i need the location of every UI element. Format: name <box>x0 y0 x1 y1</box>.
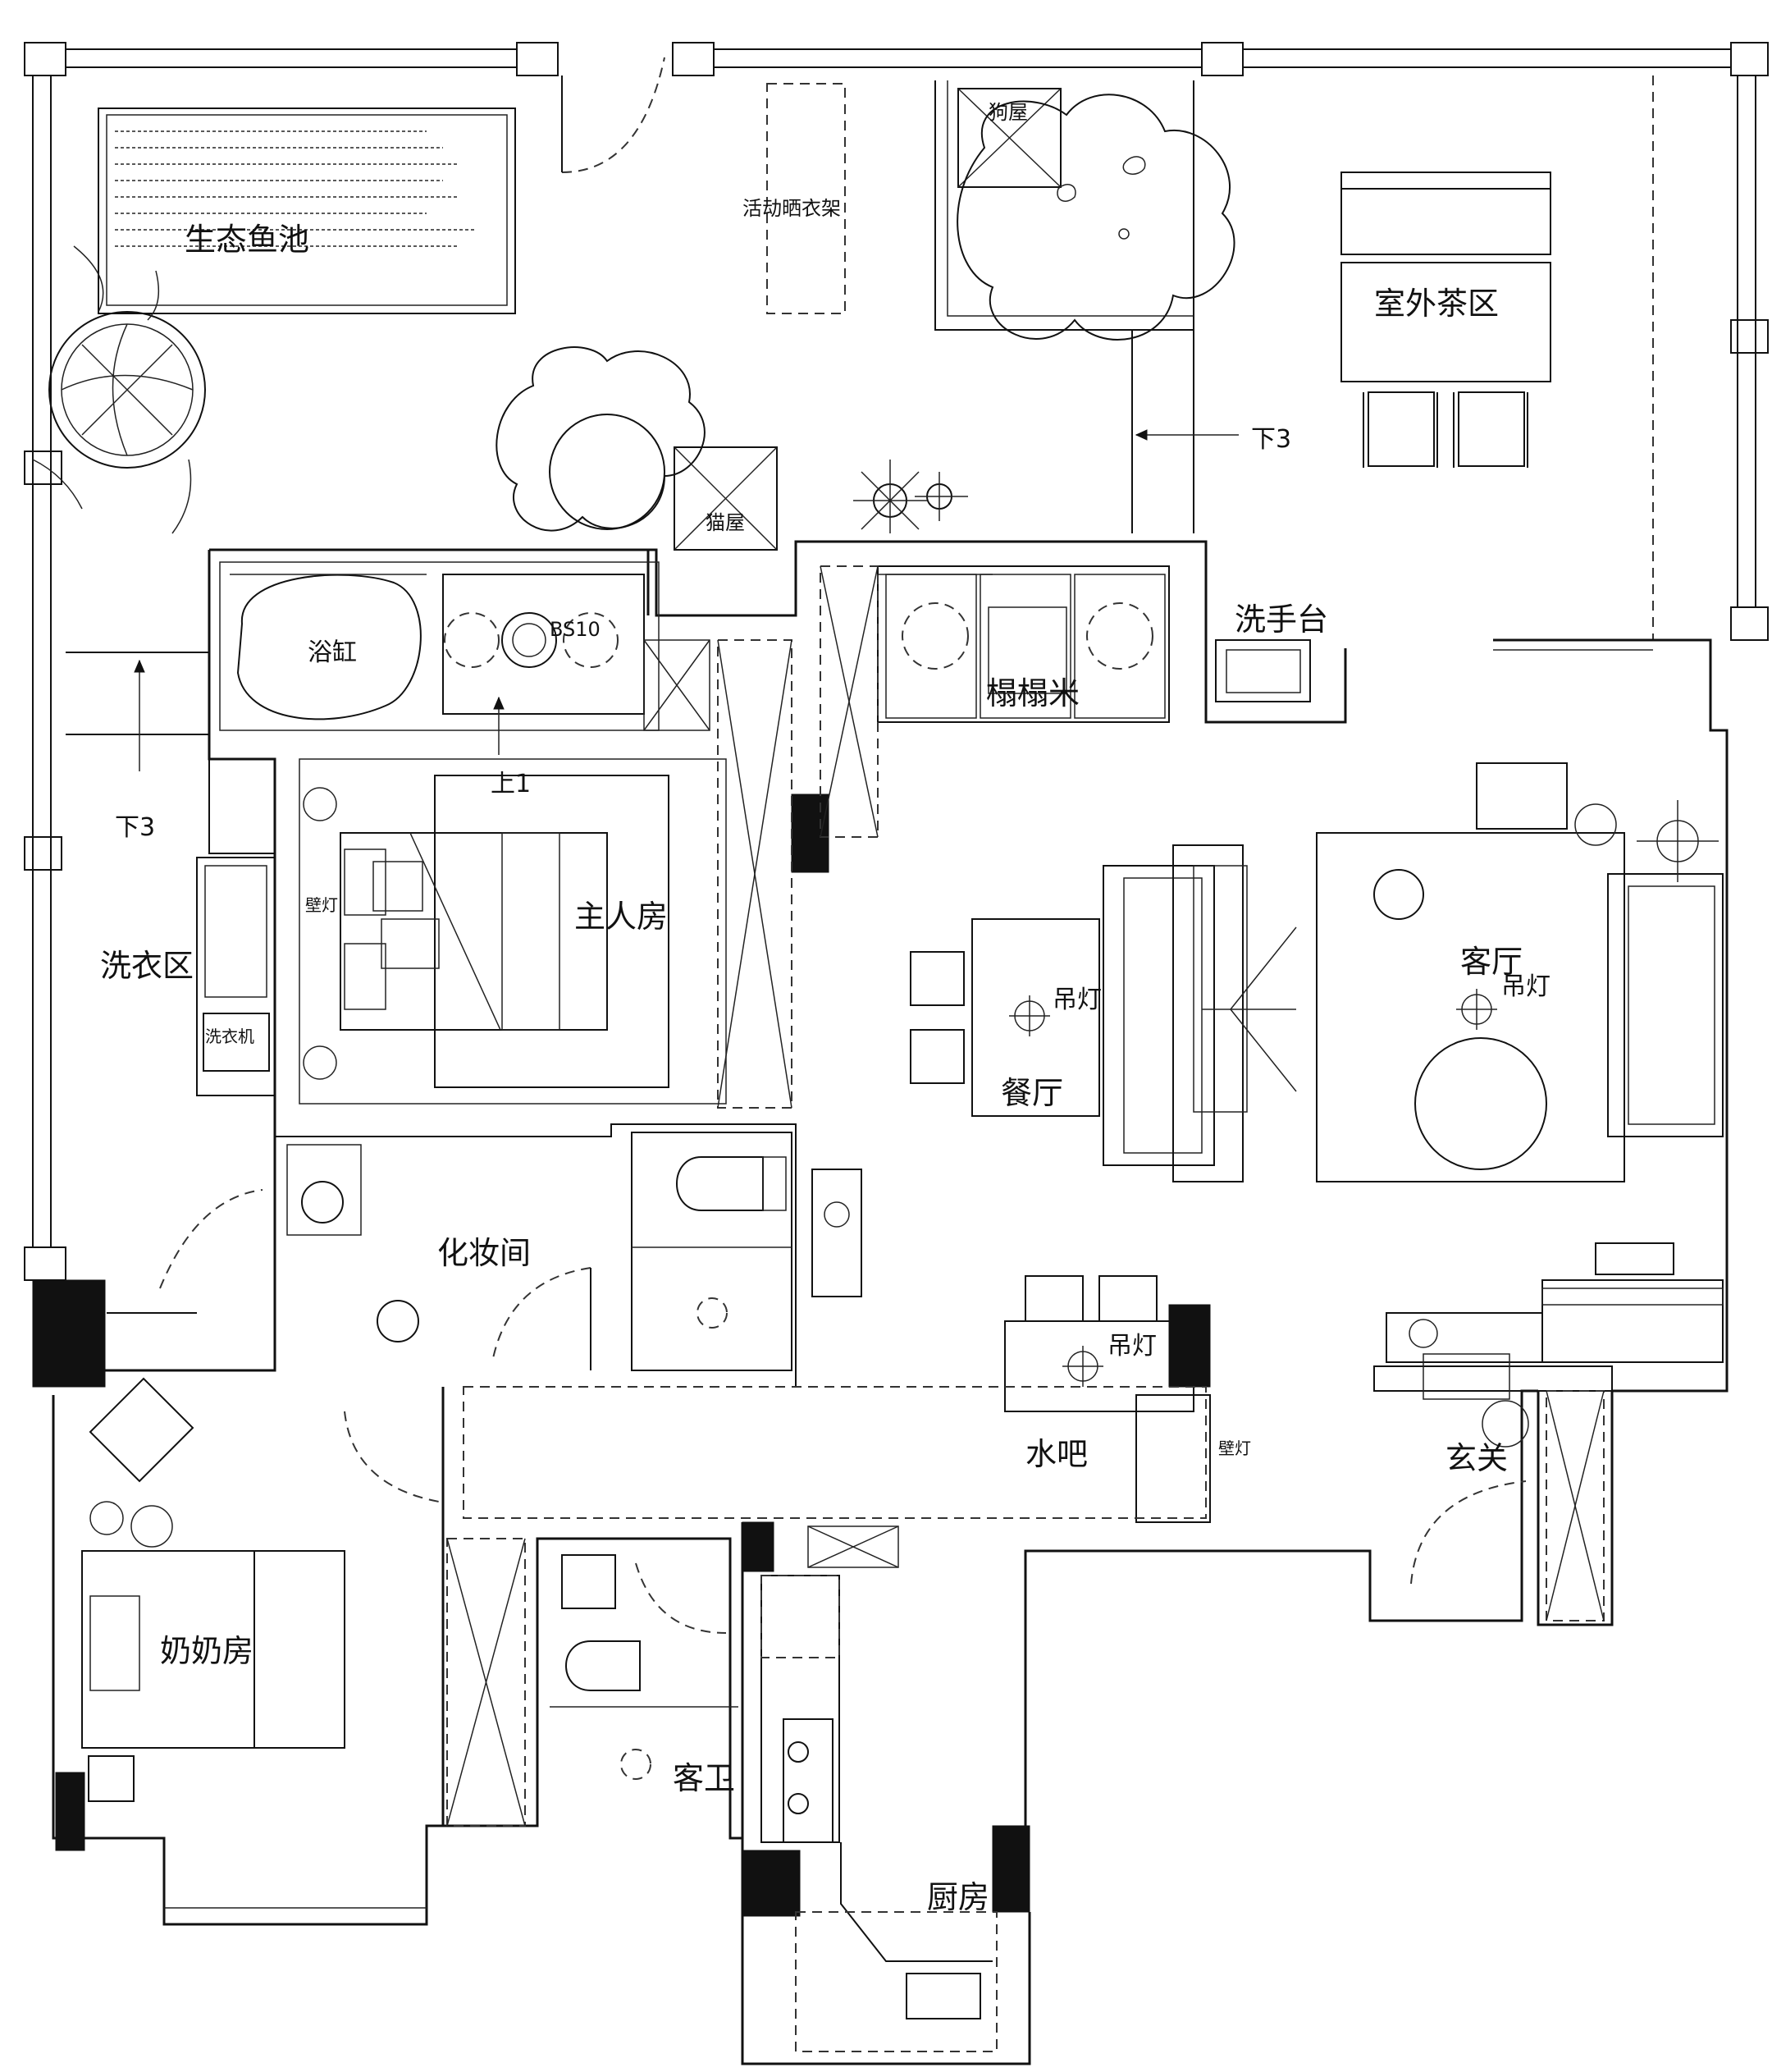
tree-icon <box>496 346 706 532</box>
down3-left-label: 下3 <box>115 813 155 842</box>
kitchen-label: 厨房 <box>927 1879 989 1915</box>
entrance: 玄关 <box>1373 1242 1724 1621</box>
plant-icon <box>32 245 206 534</box>
dressing-label: 化妆间 <box>437 1235 531 1271</box>
washing-machine-label: 洗衣机 <box>205 1027 254 1046</box>
living-room: 客厅 吊灯 <box>1316 762 1724 1182</box>
column-block <box>791 794 829 873</box>
column-block <box>742 1850 801 1917</box>
bs10-label: BS10 <box>550 618 601 641</box>
living-label: 客厅 <box>1460 944 1523 980</box>
bathtub-label: 浴缸 <box>308 638 357 667</box>
grandma-room: 奶奶房 <box>81 1377 526 1827</box>
stair-arrow-down: 下3 <box>66 652 209 842</box>
pendant-bar-label: 吊灯 <box>1108 1332 1157 1361</box>
drying-rack-label: 活动晒衣架 <box>742 197 841 220</box>
pendant-living-label: 吊灯 <box>1501 972 1550 1001</box>
water-bar: 吊灯 水吧 壁灯 <box>344 1275 1251 1523</box>
dressing-room: 化妆间 <box>159 1123 797 1387</box>
laundry-area: 洗衣区 洗衣机 <box>100 758 276 1096</box>
kitchen: 厨房 <box>760 1525 998 2052</box>
guest-bath-label: 客卫 <box>673 1760 735 1796</box>
drying-rack: 活动晒衣架 <box>742 83 846 314</box>
column-block <box>992 1825 1030 1913</box>
tatami-label: 榻榻米 <box>986 675 1080 711</box>
sliding-doors <box>107 574 1653 1909</box>
dog-house-label: 狗屋 <box>989 101 1028 124</box>
tree-icon <box>957 94 1235 341</box>
fish-pond-label: 生态鱼池 <box>185 222 309 258</box>
cat-house-label: 猫屋 <box>706 511 745 534</box>
down3-label: 下3 <box>1251 425 1291 454</box>
column-block <box>55 1772 85 1851</box>
up1-label: 上1 <box>491 770 531 798</box>
wash-basin-label: 洗手台 <box>1235 601 1328 638</box>
wall-lamp-master-label: 壁灯 <box>305 895 338 915</box>
ensuite-wc <box>631 1132 862 1371</box>
sofa <box>1103 844 1297 1182</box>
entrance-label: 玄关 <box>1445 1440 1508 1476</box>
stair-arrow-down: 下3 <box>1135 425 1291 454</box>
dining-area: 吊灯 餐厅 <box>910 918 1102 1117</box>
master-bath: 浴缸 BS10 上1 <box>219 561 710 798</box>
tatami-area: 榻榻米 洗手台 <box>877 565 1328 723</box>
dining-label: 餐厅 <box>1001 1075 1063 1111</box>
pendant-dining-label: 吊灯 <box>1053 986 1102 1014</box>
wardrobe <box>717 565 879 1109</box>
outdoor-tea-area: 室外茶区 <box>1340 172 1551 468</box>
building-walls <box>33 540 1729 2065</box>
terrace-railing <box>24 42 1769 1281</box>
guest-bath: 客卫 <box>550 1554 738 1796</box>
grandma-label: 奶奶房 <box>160 1633 253 1669</box>
cat-house-icon: 猫屋 <box>674 446 778 551</box>
fish-pond: 生态鱼池 <box>98 107 516 314</box>
flower-icon <box>853 460 968 533</box>
dog-house-zone: 狗屋 <box>934 80 1194 533</box>
master-bedroom: 壁灯 主人房 <box>299 758 727 1105</box>
outdoor-tea-label: 室外茶区 <box>1374 286 1499 322</box>
wall-lamp-bar-label: 壁灯 <box>1218 1439 1251 1458</box>
column-block <box>742 1521 774 1572</box>
column-block <box>1168 1304 1211 1388</box>
water-bar-label: 水吧 <box>1025 1436 1088 1472</box>
master-bedroom-label: 主人房 <box>574 899 668 935</box>
column-block <box>32 1279 106 1388</box>
door-swing-top <box>561 57 665 173</box>
laundry-label: 洗衣区 <box>100 948 194 984</box>
